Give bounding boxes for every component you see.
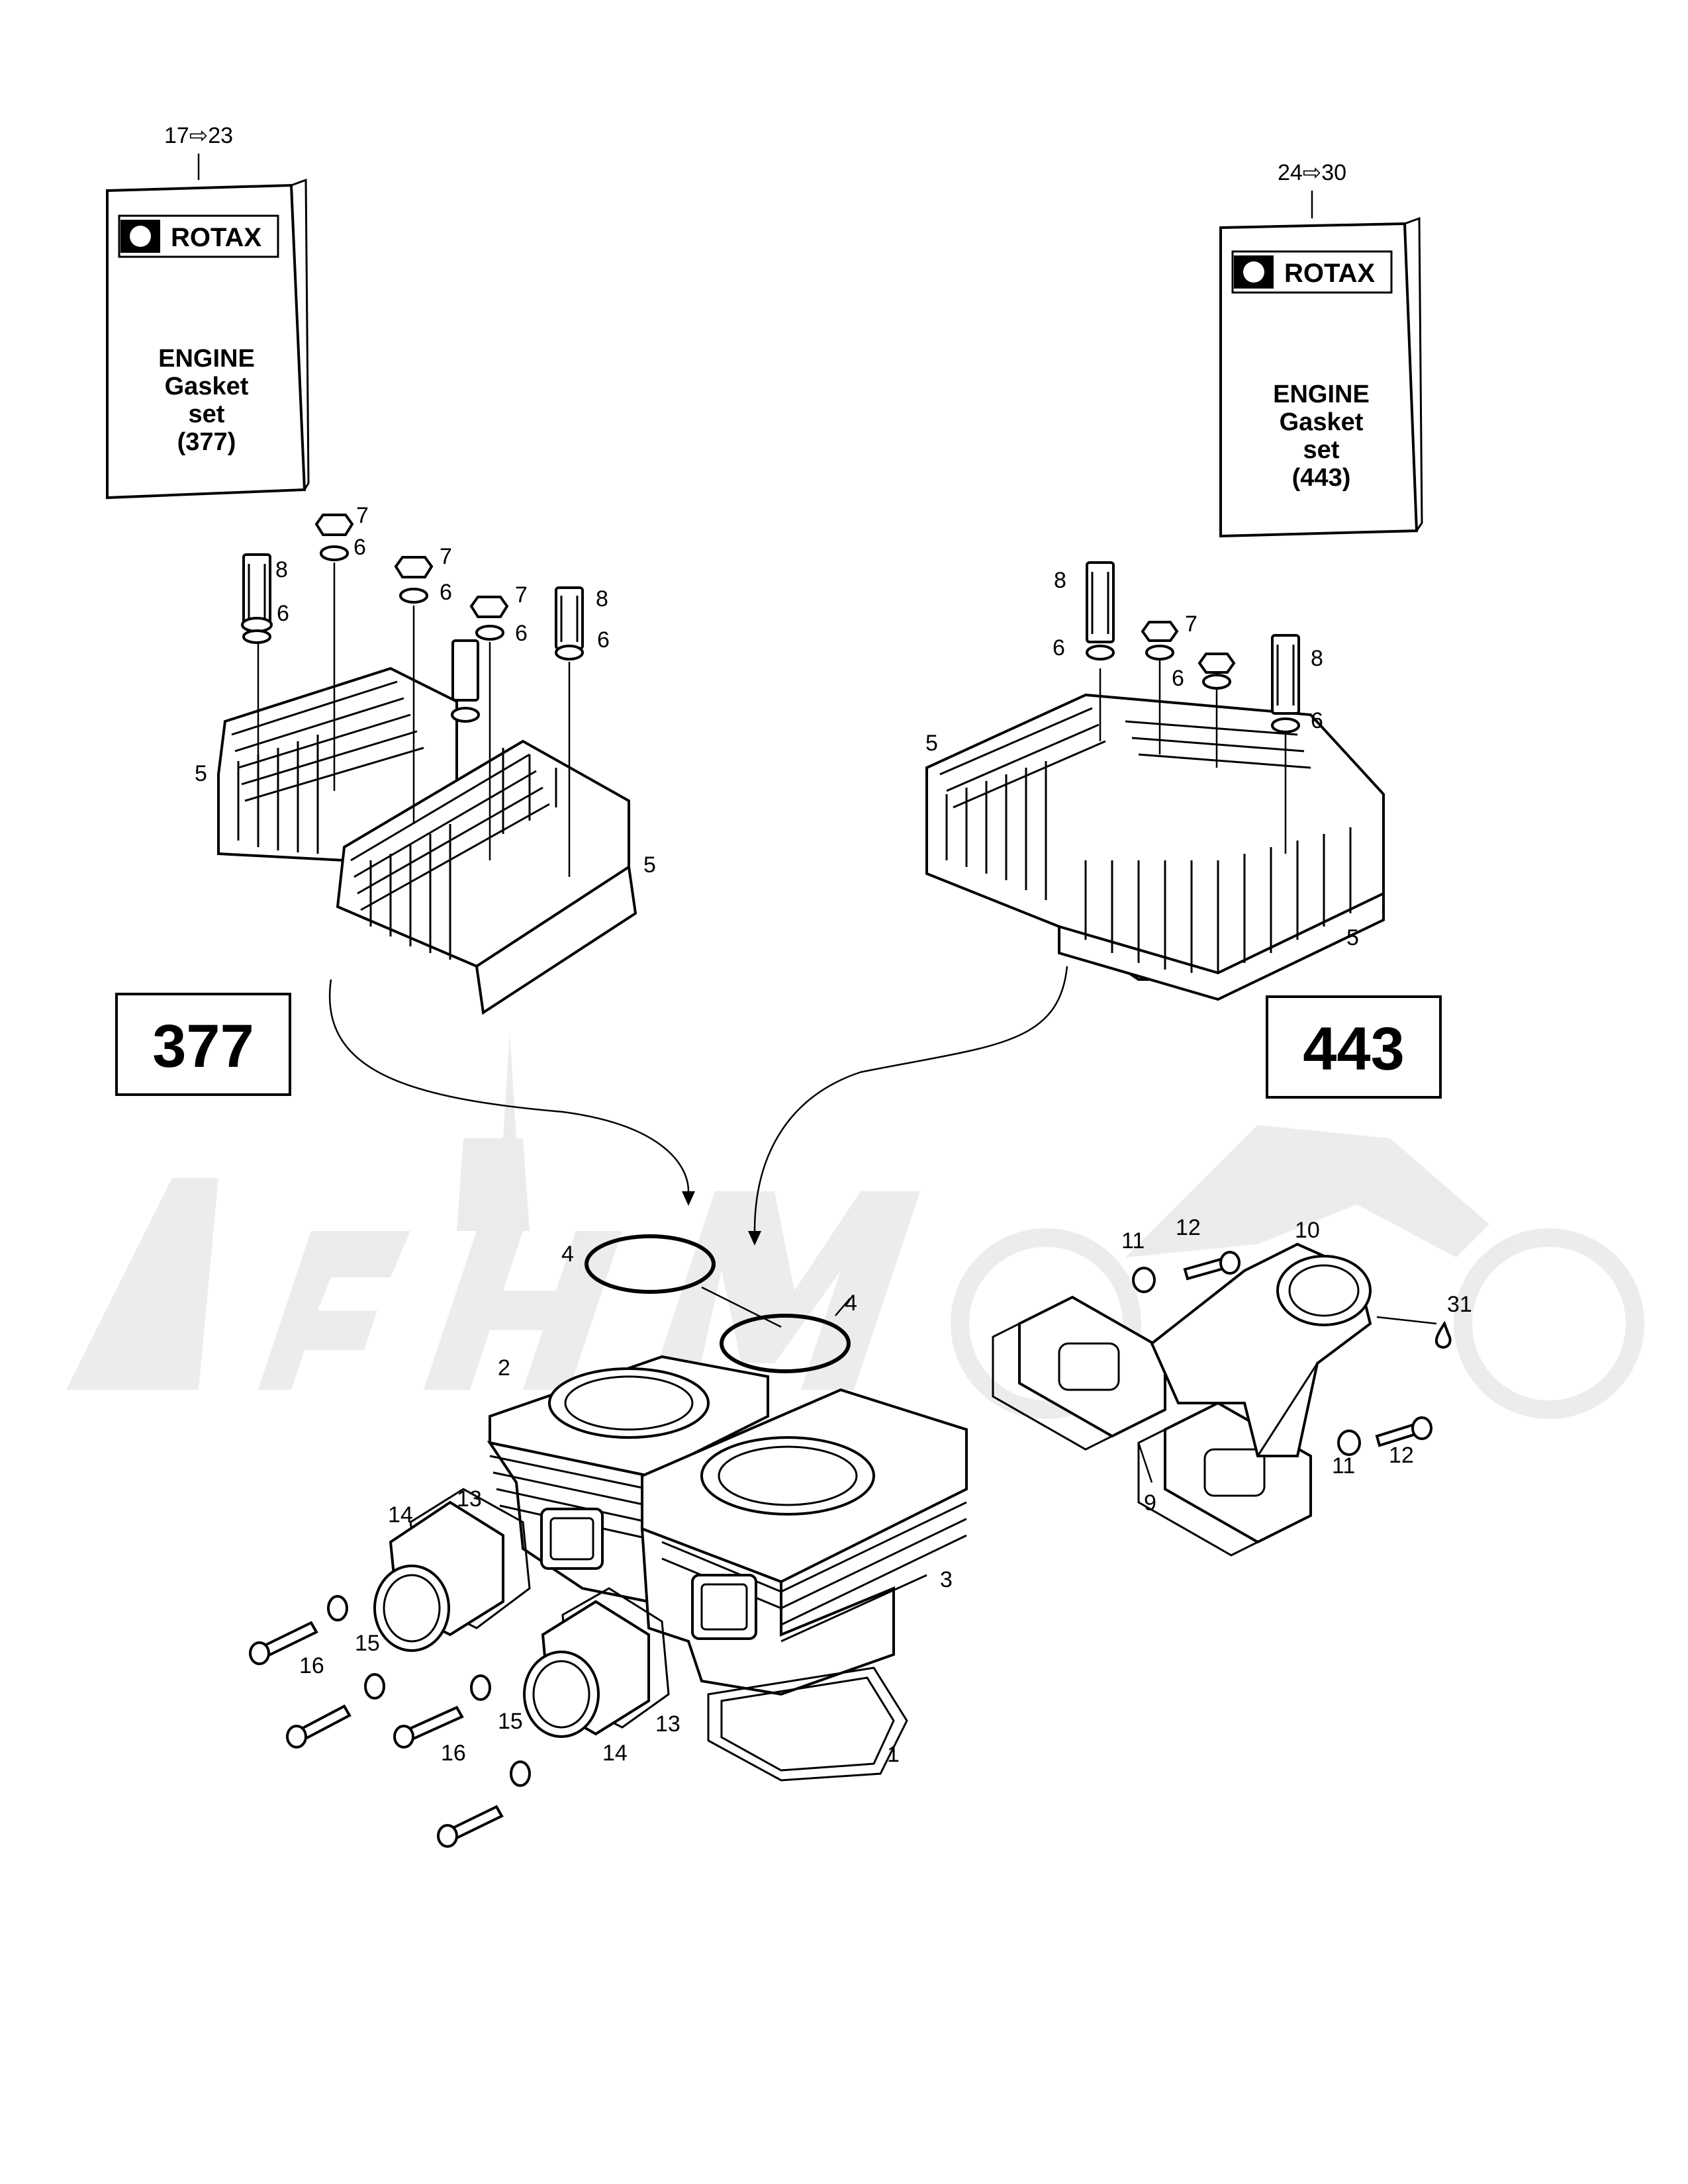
callout-6: 6: [597, 627, 610, 653]
washer-6: [1086, 645, 1115, 660]
exhaust-manifold: [992, 1242, 1372, 1557]
callout-labels: 5 5 5 5 8 6 7 6 7 6 7 6 8 6 8 6 7 6 8 6 …: [195, 503, 1472, 1767]
callout-8: 8: [1054, 568, 1066, 593]
nut-7: [394, 556, 434, 578]
nut-7: [469, 596, 509, 618]
callout-6: 6: [277, 601, 289, 626]
sleeve-8: [555, 586, 584, 650]
callout-16: 16: [299, 1653, 324, 1678]
callout-14: 14: [388, 1502, 413, 1527]
callout-9: 9: [1144, 1490, 1156, 1516]
callout-14: 14: [602, 1741, 628, 1766]
washer-6: [242, 629, 271, 644]
callout-5: 5: [925, 731, 938, 756]
book-line-variant: (377): [177, 428, 236, 456]
callout-6: 6: [353, 535, 366, 560]
callout-4: 4: [845, 1291, 857, 1316]
hardware-443: [1086, 561, 1300, 733]
book-line-set: set: [1303, 436, 1340, 464]
callout-8: 8: [275, 557, 288, 582]
callout-2: 2: [498, 1355, 510, 1381]
callout-7: 7: [440, 544, 452, 569]
book-line-set: set: [189, 400, 225, 428]
callout-31: 31: [1447, 1292, 1472, 1317]
callout-6: 6: [440, 580, 452, 605]
callout-13: 13: [655, 1711, 680, 1737]
callout-6: 6: [1172, 666, 1184, 691]
callout-8: 8: [1311, 646, 1323, 671]
callout-13: 13: [457, 1486, 482, 1512]
callout-6: 6: [1311, 708, 1323, 733]
callout-16: 16: [441, 1741, 466, 1766]
callout-7: 7: [1185, 612, 1197, 637]
callout-3: 3: [940, 1567, 953, 1592]
book-ref-label: 24⇨30: [1278, 160, 1346, 185]
callout-11: 11: [1332, 1453, 1355, 1479]
washer-6: [320, 545, 349, 561]
sleeve-8: [242, 553, 271, 629]
book-line-variant: (443): [1292, 464, 1351, 492]
callout-15: 15: [498, 1709, 523, 1734]
variant-label: 377: [152, 1013, 254, 1080]
washer-6: [1145, 645, 1174, 660]
variant-box-443: 443: [1266, 995, 1442, 1099]
callout-4: 4: [561, 1242, 574, 1267]
nut-7: [314, 514, 354, 536]
washer-6: [399, 588, 428, 604]
sleeve-8: [1086, 561, 1115, 643]
gasket-book-443: 24⇨30 ROTAX ENGINE Gasket set (443): [1219, 160, 1423, 538]
callout-15: 15: [355, 1631, 380, 1656]
cylinder-heads-377: [217, 563, 637, 1015]
book-brand: ROTAX: [171, 223, 261, 252]
book-line-engine: ENGINE: [158, 345, 255, 373]
assembly-arrows: [329, 966, 1068, 1246]
callout-7: 7: [356, 503, 369, 528]
book-line-gasket: Gasket: [165, 373, 249, 400]
cylinder-block: [487, 1355, 968, 1782]
book-line-gasket: Gasket: [1280, 408, 1364, 436]
callout-5: 5: [643, 852, 656, 878]
variant-label: 443: [1303, 1015, 1405, 1083]
callout-5: 5: [195, 761, 207, 786]
callout-10: 10: [1295, 1218, 1320, 1243]
book-brand: ROTAX: [1284, 259, 1375, 288]
sealant-drop-icon: [1434, 1320, 1452, 1349]
hardware-377: [241, 514, 584, 723]
washer-6: [1202, 674, 1231, 690]
callout-5: 5: [1346, 925, 1359, 950]
sleeve-8: [451, 639, 479, 702]
nut-7: [1197, 653, 1236, 674]
callout-12: 12: [1176, 1215, 1201, 1240]
callout-12: 12: [1389, 1443, 1414, 1468]
callout-6: 6: [1053, 635, 1065, 660]
nut-7: [1141, 621, 1179, 642]
washer-6: [555, 645, 584, 660]
callout-6: 6: [515, 621, 528, 646]
callout-8: 8: [596, 586, 608, 612]
book-ref-label: 17⇨23: [164, 123, 233, 148]
cylinder-head-443: [925, 659, 1385, 1001]
intake-flanges: [373, 1488, 670, 1738]
book-line-engine: ENGINE: [1273, 381, 1370, 408]
variant-box-377: 377: [115, 993, 291, 1096]
o-ring-4: [720, 1314, 851, 1373]
callout-1: 1: [887, 1742, 900, 1767]
watermark-logo: [66, 1032, 1644, 1419]
intake-screws: [249, 1595, 531, 1848]
gasket-book-377: 17⇨23 ROTAX ENGINE Gasket set (377): [106, 123, 310, 500]
o-ring-4: [585, 1234, 716, 1294]
callout-7: 7: [515, 582, 528, 608]
exhaust-hardware: [1132, 1251, 1452, 1456]
o-rings: [585, 1234, 851, 1373]
washer-6: [451, 707, 480, 723]
washer-6: [475, 625, 504, 641]
sleeve-8: [1271, 634, 1300, 715]
washer-6: [1271, 717, 1300, 733]
callout-11: 11: [1121, 1228, 1145, 1253]
